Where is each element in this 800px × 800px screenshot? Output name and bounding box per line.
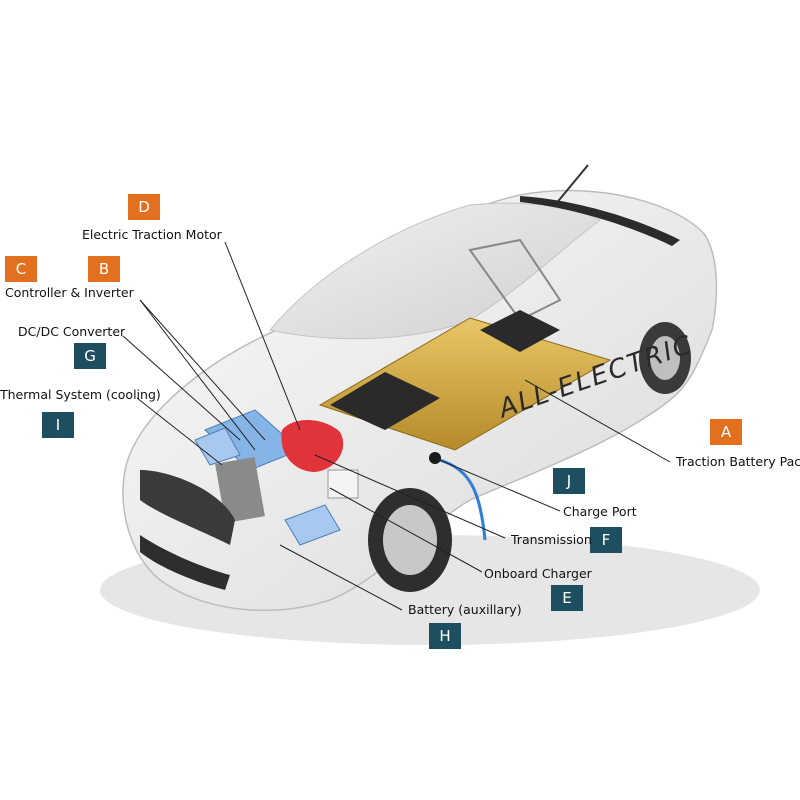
leader-c bbox=[139, 299, 256, 451]
leader-i bbox=[136, 397, 223, 466]
badge-i: I bbox=[42, 412, 74, 438]
rear-wheel-rim bbox=[650, 336, 680, 380]
traction-motor-unit bbox=[281, 420, 344, 472]
badge-j: J bbox=[553, 468, 585, 494]
windshield bbox=[269, 202, 601, 340]
onboard-charger-unit bbox=[327, 469, 359, 499]
badge-h: H bbox=[429, 623, 461, 649]
leader-f bbox=[314, 454, 506, 539]
dc-dc-converter-unit bbox=[194, 427, 241, 466]
aux-battery-unit bbox=[284, 504, 341, 546]
label-transmission: Transmission bbox=[511, 532, 592, 547]
badge-e: E bbox=[551, 585, 583, 611]
badge-b: B bbox=[88, 256, 120, 282]
badge-d: D bbox=[128, 194, 160, 220]
label-battery-auxillary: Battery (auxillary) bbox=[408, 602, 522, 617]
antenna bbox=[554, 164, 589, 206]
battery-dark-cells bbox=[330, 372, 440, 430]
battery-dark-cells-rear bbox=[480, 310, 560, 352]
leader-e bbox=[329, 487, 483, 573]
badge-g: G bbox=[74, 343, 106, 369]
leader-h bbox=[279, 544, 403, 611]
label-thermal-system: Thermal System (cooling) bbox=[0, 387, 161, 402]
front-wheel-rim bbox=[383, 505, 437, 575]
leader-lines bbox=[122, 241, 671, 611]
rear-spoiler bbox=[520, 196, 680, 246]
rear-frame bbox=[468, 238, 562, 322]
badge-c: C bbox=[5, 256, 37, 282]
front-grille bbox=[140, 470, 235, 545]
leader-j bbox=[434, 457, 561, 512]
lower-grille bbox=[140, 535, 230, 590]
label-onboard-charger: Onboard Charger bbox=[484, 566, 592, 581]
leader-d bbox=[224, 241, 301, 431]
leader-b bbox=[139, 299, 266, 441]
leader-g bbox=[122, 335, 241, 441]
label-electric-traction-motor: Electric Traction Motor bbox=[82, 227, 222, 242]
badge-a: A bbox=[710, 419, 742, 445]
radiator bbox=[215, 456, 265, 524]
leader-a bbox=[524, 379, 671, 463]
label-charge-port: Charge Port bbox=[563, 504, 637, 519]
label-traction-battery-pack: Traction Battery Pack bbox=[676, 454, 800, 469]
label-dc-dc-converter: DC/DC Converter bbox=[18, 324, 126, 339]
badge-f: F bbox=[590, 527, 622, 553]
label-controller-inverter: Controller & Inverter bbox=[5, 285, 134, 300]
